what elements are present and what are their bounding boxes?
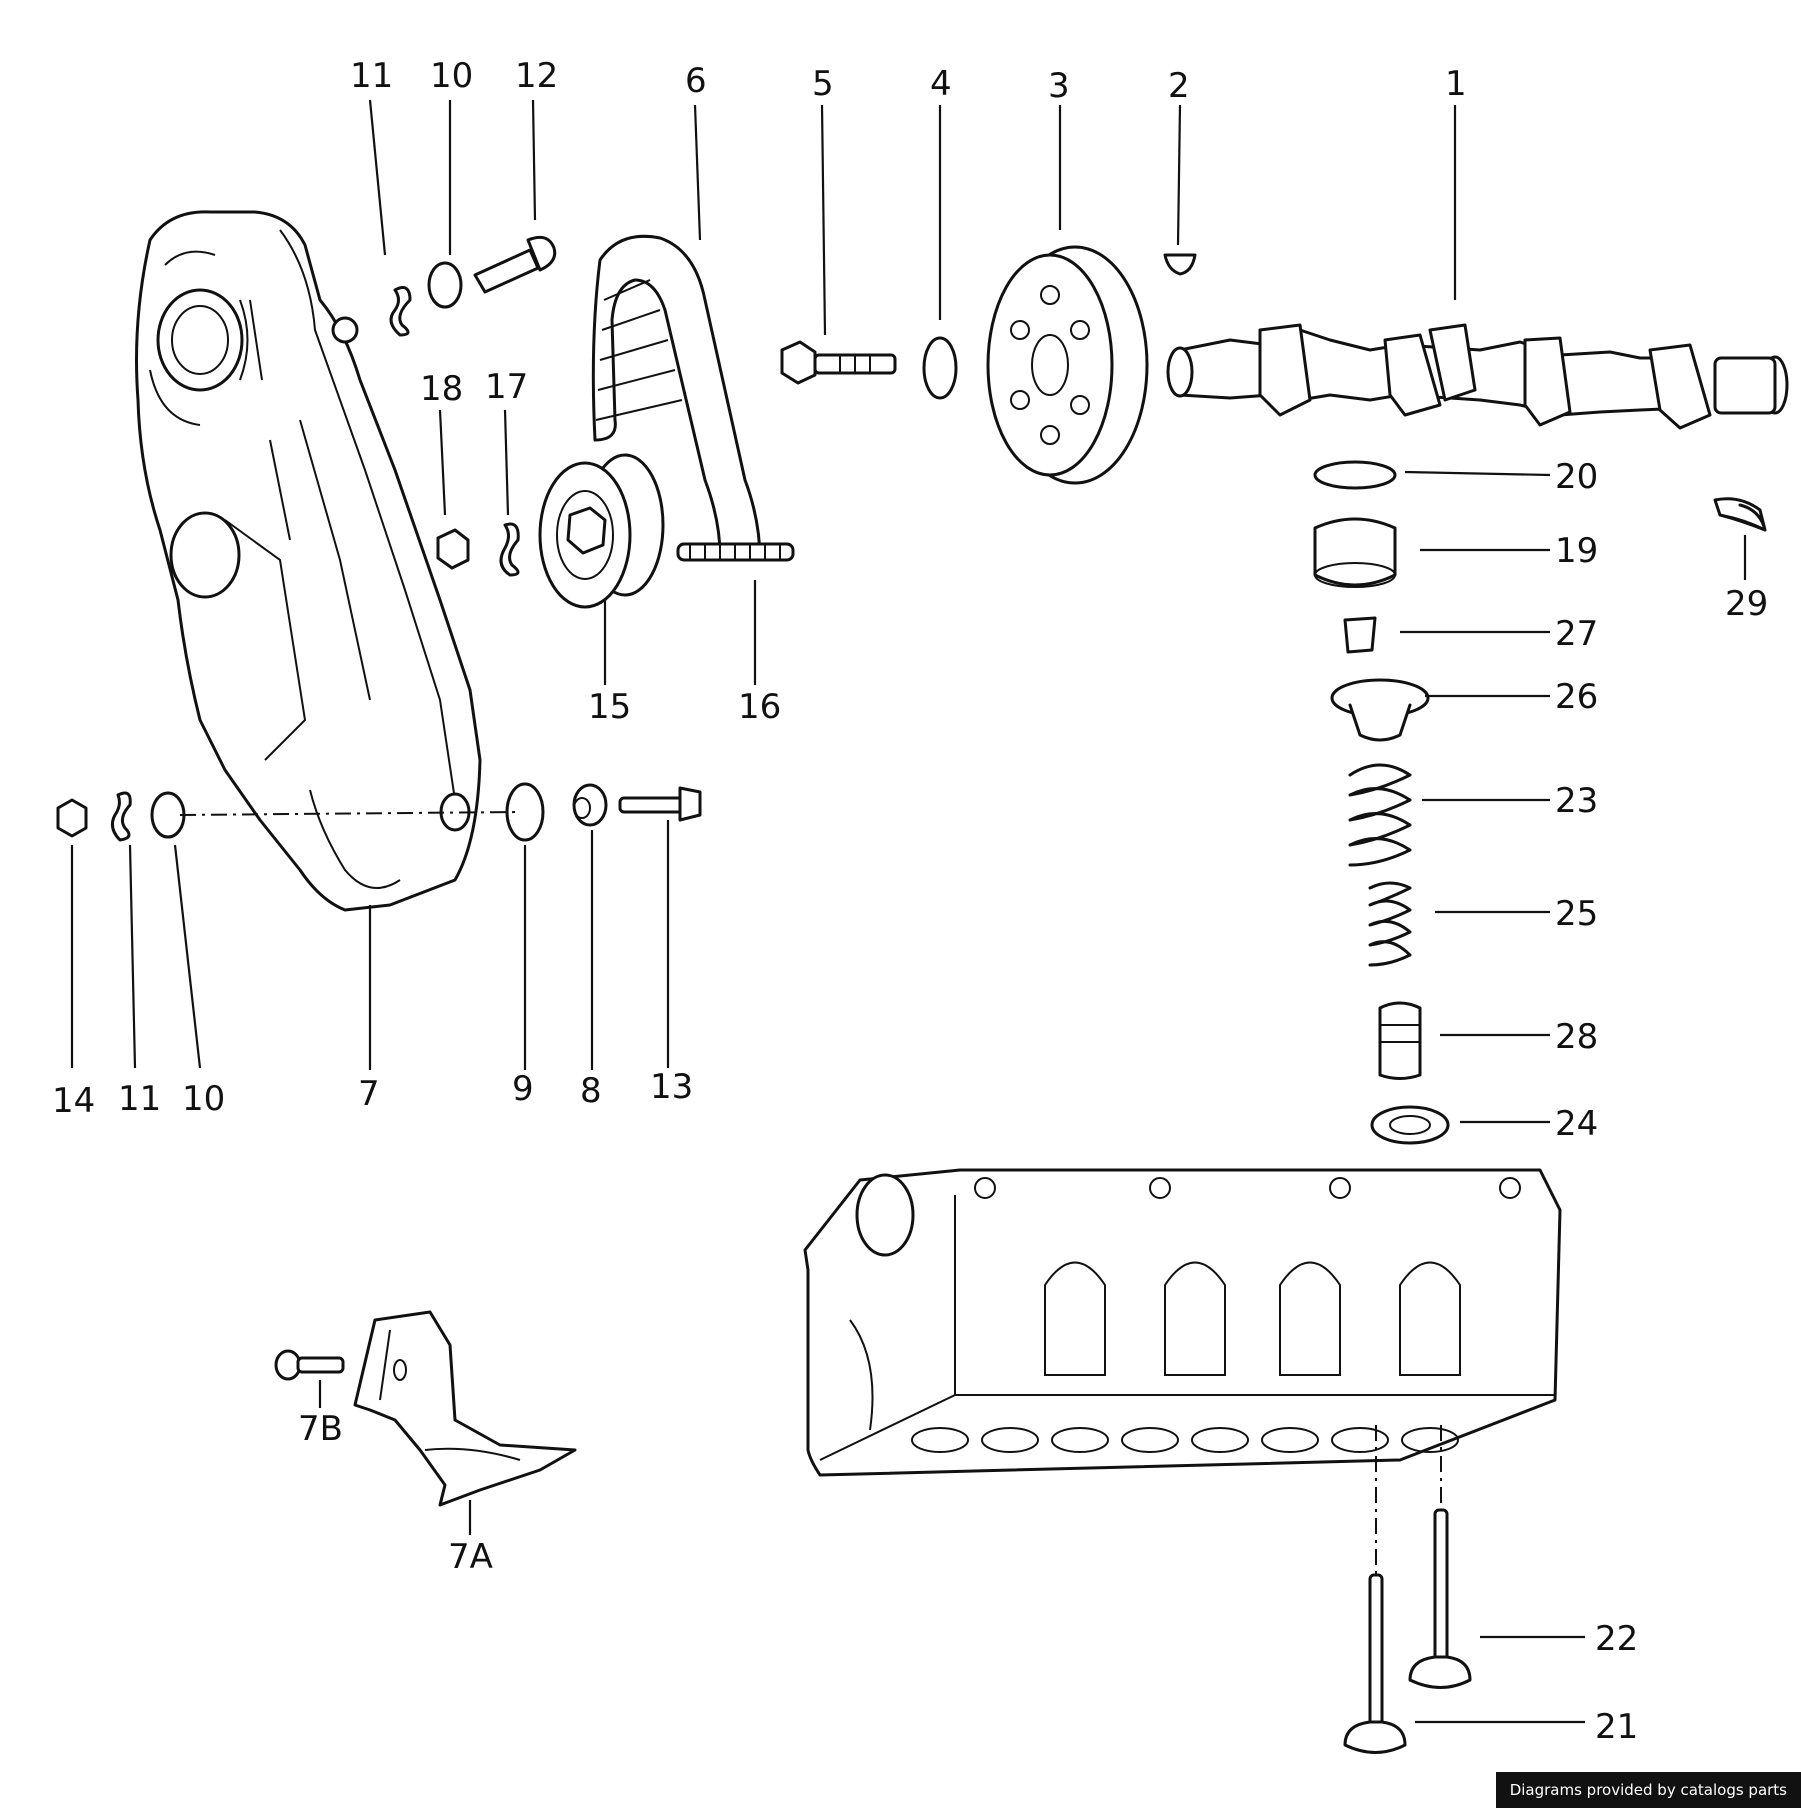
washer-10-lower: [150, 791, 186, 839]
camshaft-sprocket: [986, 245, 1149, 485]
adjusting-disc: [1313, 460, 1397, 490]
valve-stem-seal: [1378, 1001, 1422, 1080]
callout-25: 25: [1555, 894, 1598, 934]
bolt-13: [618, 786, 702, 822]
callout-23: 23: [1555, 781, 1598, 821]
stud: [676, 542, 795, 562]
callout-26: 26: [1555, 677, 1598, 717]
intake-valve: [1408, 1508, 1472, 1689]
spring-washer-11-lower: [110, 791, 132, 842]
callout-11-upper: 11: [350, 56, 393, 96]
inner-valve-spring: [1368, 881, 1412, 967]
callout-7a: 7A: [448, 1537, 493, 1577]
washer-4: [922, 336, 958, 400]
toothed-belt: [591, 234, 762, 562]
exhaust-valve: [1343, 1573, 1407, 1754]
callout-5: 5: [812, 64, 834, 104]
callout-10-upper: 10: [430, 56, 473, 96]
nut-18: [436, 528, 470, 570]
grommet-9: [505, 782, 545, 842]
callout-9: 9: [512, 1069, 534, 1109]
callout-7: 7: [358, 1074, 380, 1114]
callout-10-lower: 10: [182, 1079, 225, 1119]
valve-spring-seat: [1370, 1105, 1450, 1145]
callout-12: 12: [515, 56, 558, 96]
bolt-axis-line: [179, 811, 521, 816]
callout-29: 29: [1725, 584, 1768, 624]
cylinder-head: [803, 1168, 1562, 1477]
callout-24: 24: [1555, 1104, 1598, 1144]
callout-14: 14: [52, 1081, 95, 1121]
leader-lines: [70, 99, 1747, 1724]
callout-numbers: 1 2 3 4 5 6 12 10 11 18 17 15 16 14 11 1…: [52, 56, 1768, 1747]
tensioner-pulley: [538, 453, 665, 609]
callout-2: 2: [1168, 66, 1190, 106]
callout-1: 1: [1445, 64, 1467, 104]
bolt-5: [780, 340, 897, 385]
callout-21: 21: [1595, 1707, 1638, 1747]
washer-10-upper: [427, 261, 463, 309]
callout-17: 17: [485, 367, 528, 407]
callout-15: 15: [588, 687, 631, 727]
nut-14: [56, 798, 88, 838]
outer-valve-spring: [1348, 763, 1412, 867]
spring-washer-17: [499, 522, 520, 577]
callout-4: 4: [930, 64, 952, 104]
callout-20: 20: [1555, 457, 1598, 497]
valve-cotter: [1343, 616, 1377, 654]
bolt-12: [473, 235, 557, 294]
callout-28: 28: [1555, 1017, 1598, 1057]
callout-11-lower: 11: [118, 1079, 161, 1119]
callout-22: 22: [1595, 1619, 1638, 1659]
callout-3: 3: [1048, 66, 1070, 106]
credit-banner: Diagrams provided by catalogs parts: [1495, 1772, 1801, 1808]
callout-6: 6: [685, 61, 707, 101]
valve-spring-plate: [1330, 678, 1430, 742]
callout-8: 8: [580, 1071, 602, 1111]
spring-washer-11-upper: [389, 286, 412, 337]
bucket-tappet: [1313, 517, 1397, 588]
callout-7b: 7B: [298, 1409, 343, 1449]
timing-belt-cover: [135, 210, 482, 912]
bolt-7b: [274, 1349, 345, 1381]
spacer-8: [572, 783, 608, 827]
camshaft: [1166, 323, 1789, 430]
callout-16: 16: [738, 687, 781, 727]
callout-27: 27: [1555, 614, 1598, 654]
bracket-7a: [353, 1310, 577, 1507]
callout-18: 18: [420, 369, 463, 409]
bearing-shell: [1713, 497, 1767, 532]
woodruff-key: [1163, 253, 1197, 276]
callout-19: 19: [1555, 531, 1598, 571]
callout-13: 13: [650, 1067, 693, 1107]
